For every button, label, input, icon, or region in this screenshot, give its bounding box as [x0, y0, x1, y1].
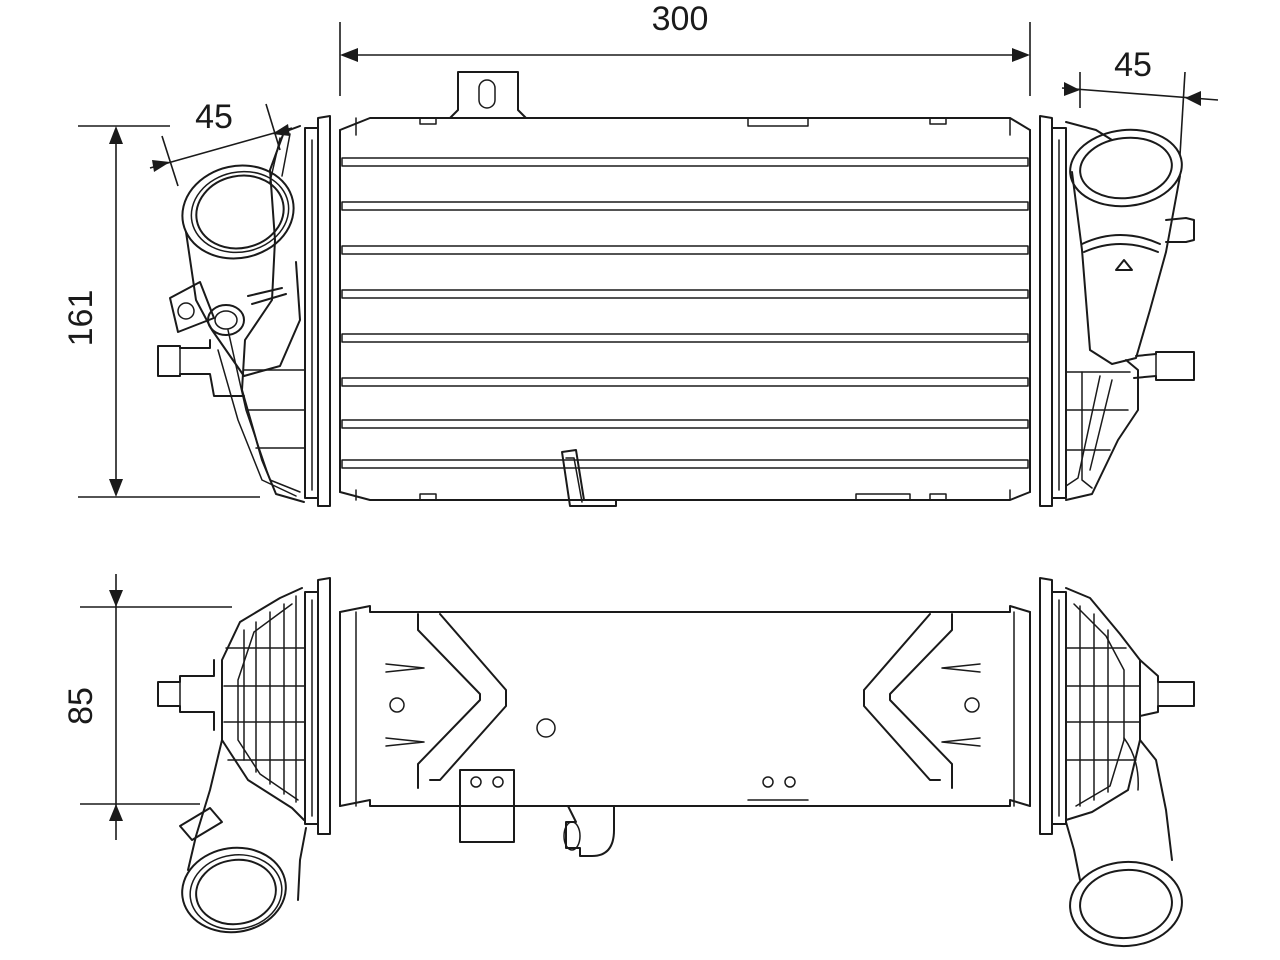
top-left-tank — [157, 577, 331, 835]
dimension-inlet-right: 45 — [1061, 46, 1219, 156]
dimension-core-width-label: 300 — [652, 0, 709, 38]
dimension-inlet-left-label: 45 — [195, 98, 233, 136]
dimension-depth-label: 85 — [62, 687, 100, 725]
top-core-ribs — [385, 613, 981, 789]
front-right-tank — [1039, 115, 1139, 507]
front-right-inlet — [1069, 128, 1195, 381]
front-core-tubes — [341, 157, 1029, 469]
front-bottom-bracket — [561, 449, 617, 507]
top-core — [339, 605, 1031, 807]
top-view — [157, 577, 1195, 948]
dimension-height-label: 161 — [62, 290, 100, 347]
dimension-inlet-right-label: 45 — [1114, 46, 1152, 84]
dimension-height: 161 — [62, 125, 260, 498]
front-left-tank — [217, 115, 331, 507]
front-view — [157, 71, 1195, 507]
front-left-inlet — [157, 164, 301, 397]
top-right-outlet — [1065, 737, 1183, 948]
front-top-bracket — [449, 71, 527, 119]
front-core — [339, 117, 1031, 501]
top-right-tank — [1039, 577, 1195, 835]
dimension-inlet-left: 45 — [149, 98, 293, 187]
top-left-outlet — [179, 739, 307, 934]
dimension-core-width: 300 — [339, 0, 1031, 96]
dimension-depth: 85 — [62, 574, 232, 840]
top-bottom-bracket — [459, 769, 615, 857]
